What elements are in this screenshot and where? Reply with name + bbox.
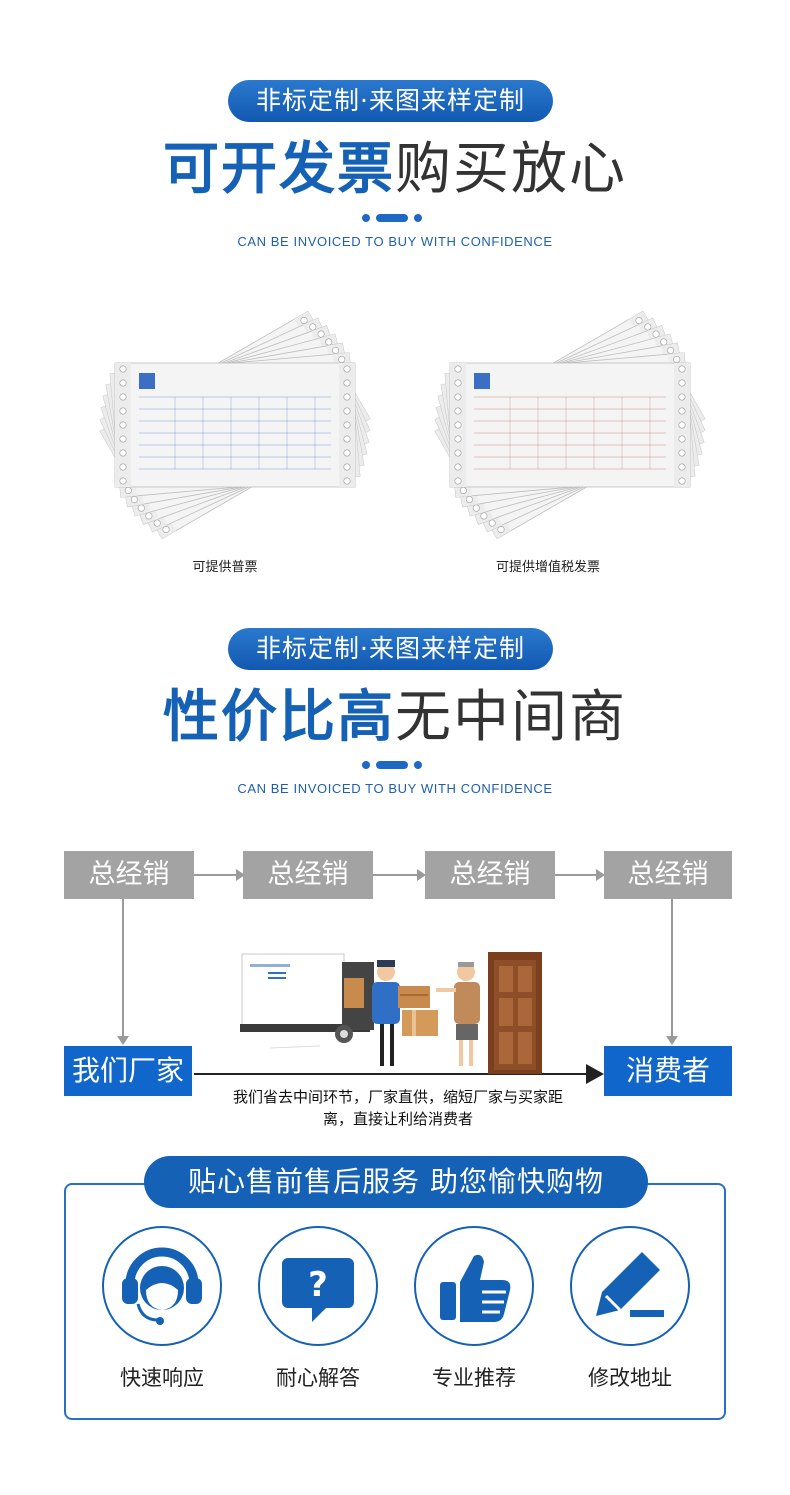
service-title: 贴心售前售后服务 助您愉快购物 xyxy=(144,1156,648,1208)
section1-subtitle: CAN BE INVOICED TO BUY WITH CONFIDENCE xyxy=(237,234,553,249)
section2-title: 性价比高无中间商 xyxy=(0,686,790,750)
invoice-caption-vat: 可提供增值税发票 xyxy=(495,560,600,575)
flow-note: 我们省去中间环节，厂家直供，缩短厂家与买家距 离，直接让利给消费者 xyxy=(196,1086,600,1130)
headset-icon xyxy=(122,1247,202,1325)
edit-pencil-icon xyxy=(596,1252,664,1317)
service-label-4: 修改地址 xyxy=(588,1366,672,1390)
factory-box: 我们厂家 xyxy=(64,1046,192,1096)
section1-title: 可开发票购买放心 xyxy=(0,138,790,202)
section2-pill: 非标定制·来图来样定制 xyxy=(228,628,553,670)
invoice-caption-ordinary: 可提供普票 xyxy=(192,560,258,575)
delivery-illustration xyxy=(240,952,542,1074)
distributor-box-2: 总经销 xyxy=(243,851,373,899)
service-circle-2: ? xyxy=(258,1226,378,1346)
service-label-3: 专业推荐 xyxy=(432,1366,516,1390)
consumer-box: 消费者 xyxy=(604,1046,732,1096)
invoice-sheet xyxy=(449,362,691,488)
section1-title-bold: 可开发票 xyxy=(163,137,395,202)
section2-title-bold: 性价比高 xyxy=(163,685,395,750)
section1-pill: 非标定制·来图来样定制 xyxy=(228,80,553,122)
section2-title-normal: 无中间商 xyxy=(395,685,627,750)
distributor-box-3: 总经销 xyxy=(425,851,555,899)
service-circle-4 xyxy=(570,1226,690,1346)
distributor-box-1: 总经销 xyxy=(64,851,194,899)
flow-note-line-2: 离，直接让利给消费者 xyxy=(322,1110,473,1128)
section1-title-normal: 购买放心 xyxy=(395,137,627,202)
svg-text:?: ? xyxy=(308,1265,328,1305)
flow-note-line-1: 我们省去中间环节，厂家直供，缩短厂家与买家距 xyxy=(232,1088,563,1106)
service-circle-1 xyxy=(102,1226,222,1346)
service-label-1: 快速响应 xyxy=(120,1366,204,1390)
invoice-sheet xyxy=(114,362,356,488)
service-label-2: 耐心解答 xyxy=(276,1366,360,1390)
section2-subtitle: CAN BE INVOICED TO BUY WITH CONFIDENCE xyxy=(237,781,553,796)
distributor-box-4: 总经销 xyxy=(604,851,732,899)
section2-divider-dots xyxy=(362,761,422,769)
thumbs-up-icon xyxy=(440,1254,511,1322)
service-circle-3 xyxy=(414,1226,534,1346)
question-bubble-icon: ? xyxy=(282,1258,354,1322)
invoice-stack-vat xyxy=(434,310,706,540)
invoice-stack-ordinary xyxy=(99,310,371,540)
section1-divider-dots xyxy=(362,214,422,222)
